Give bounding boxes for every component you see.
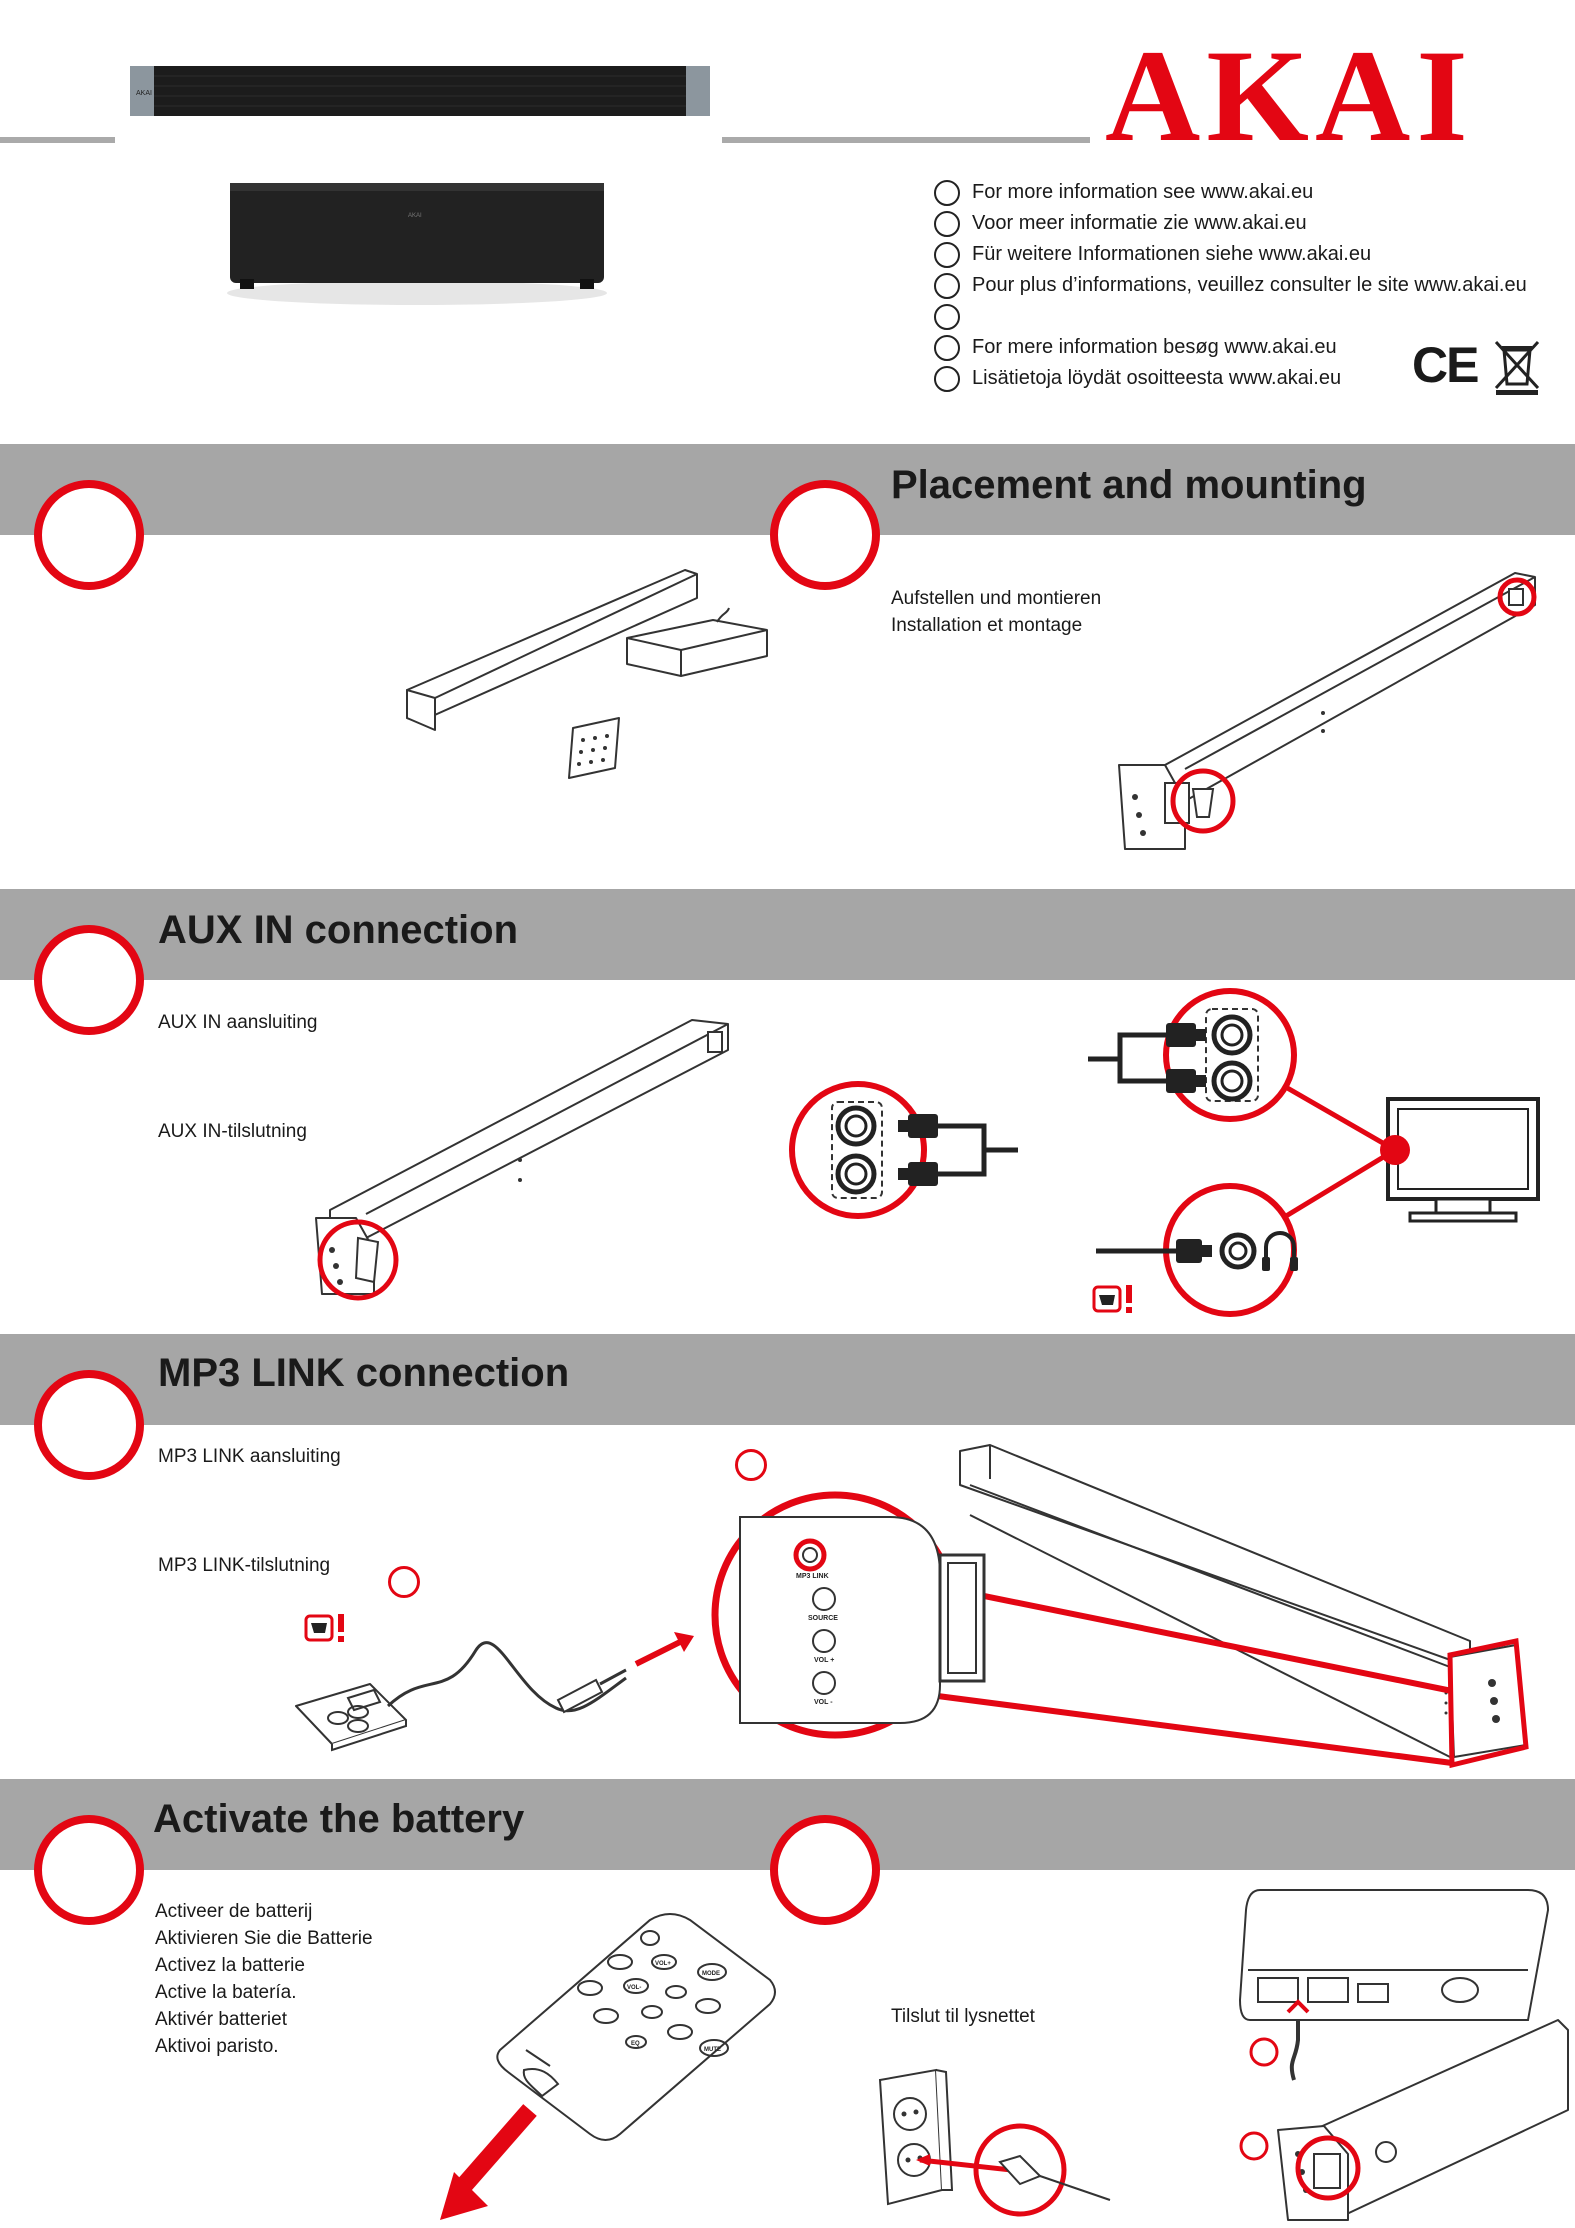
aux-title: AUX IN connection	[158, 908, 519, 952]
remote-battery-illustration: MODE VOL+ VOL- EQ MUTE	[440, 1913, 776, 2220]
battery-text-dk: Aktivér batteriet	[155, 2009, 287, 2030]
language-bullet	[934, 210, 960, 237]
mp3-link-label: MP3 LINK	[796, 1573, 829, 1580]
aux-soundbar-illustration	[315, 1019, 729, 1301]
soundbar-badge: AKAI	[136, 90, 152, 97]
info-row-7: Lisätietoja löydät osoitteesta www.akai.…	[934, 363, 1341, 394]
info-text: Pour plus d’informations, veuillez consu…	[972, 274, 1527, 296]
step-circle-5	[34, 1815, 144, 1925]
language-bullet	[934, 179, 960, 206]
info-row-2: Voor meer informatie zie www.akai.eu	[934, 208, 1307, 239]
language-bullet	[934, 334, 960, 361]
aux-text-dk: AUX IN-tilslutning	[158, 1121, 307, 1142]
mode-key-label: MODE	[702, 1971, 720, 1977]
info-row-6: For mere information besøg www.akai.eu	[934, 332, 1337, 363]
battery-text-nl: Activeer de batterij	[155, 1901, 313, 1922]
mp3-text-dk: MP3 LINK-tilslutning	[158, 1555, 331, 1576]
info-row-4: Pour plus d’informations, veuillez consu…	[934, 270, 1527, 301]
weee-bin-icon	[1494, 340, 1540, 395]
info-text: Für weitere Informationen siehe www.akai…	[972, 243, 1372, 265]
package-contents-illustration	[406, 569, 768, 779]
mp3-player-illustration	[295, 1614, 694, 1752]
mp3-title: MP3 LINK connection	[158, 1351, 570, 1395]
subwoofer-product-image: AKAI	[227, 183, 607, 305]
placement-title: Placement and mounting	[891, 463, 1367, 507]
tv-connection-diagram	[1088, 988, 1540, 1317]
info-row-5	[934, 301, 972, 332]
info-text: For more information see www.akai.eu	[972, 181, 1314, 203]
mp3-text-nl: MP3 LINK aansluiting	[158, 1446, 341, 1467]
vol-minus-key-label: VOL-	[627, 1985, 641, 1991]
soundbar-product-image: AKAI	[130, 66, 710, 116]
language-bullet	[934, 272, 960, 299]
band-mp3	[0, 1334, 1575, 1425]
sub-step-circle-a	[388, 1566, 420, 1598]
subwoofer-badge: AKAI	[408, 213, 422, 219]
info-row-1: For more information see www.akai.eu	[934, 177, 1313, 208]
battery-title: Activate the battery	[153, 1797, 525, 1841]
battery-text-fi: Aktivoi paristo.	[155, 2036, 279, 2057]
vol-plus-key-label: VOL+	[655, 1961, 671, 1967]
sub-step-circle-b	[735, 1449, 767, 1481]
step-circle-6	[770, 1815, 880, 1925]
band-aux	[0, 889, 1575, 980]
battery-text-de: Aktivieren Sie die Batterie	[155, 1928, 373, 1949]
info-text: Voor meer informatie zie www.akai.eu	[972, 212, 1307, 234]
info-row-3: Für weitere Informationen siehe www.akai…	[934, 239, 1371, 270]
header-rule-left	[0, 137, 115, 143]
vol-down-label: VOL -	[814, 1699, 833, 1706]
wall-mount-illustration	[1118, 572, 1537, 850]
info-text: Lisätietoja löydät osoitteesta www.akai.…	[972, 367, 1342, 389]
mute-key-label: MUTE	[704, 2047, 721, 2053]
language-bullet	[934, 241, 960, 268]
step-circle-2	[770, 480, 880, 590]
eq-key-label: EQ	[631, 2041, 640, 2047]
language-bullet	[934, 303, 960, 330]
subwoofer-power-illustration	[1238, 1889, 1569, 2221]
step-circle-1	[34, 480, 144, 590]
step-circle-3	[34, 925, 144, 1035]
ce-mark: CE	[1412, 337, 1479, 393]
step-circle-4	[34, 1370, 144, 1480]
placement-text-fr: Installation et montage	[891, 615, 1083, 636]
header-rule-middle	[722, 137, 1090, 143]
battery-text-es: Active la batería.	[155, 1982, 297, 2003]
akai-logo: AKAI	[1105, 22, 1474, 169]
vol-up-label: VOL +	[814, 1657, 834, 1664]
power-text-dk: Tilslut til lysnettet	[891, 2006, 1035, 2027]
language-bullet	[934, 365, 960, 392]
source-label: SOURCE	[808, 1615, 838, 1622]
wall-socket-illustration	[878, 2068, 1111, 2217]
mp3-panel-zoom: MP3 LINK SOURCE VOL + VOL -	[711, 1444, 1529, 1769]
aux-jack-zoom	[789, 1081, 1018, 1219]
battery-text-fr: Activez la batterie	[155, 1955, 305, 1976]
aux-text-nl: AUX IN aansluiting	[158, 1012, 318, 1033]
placement-text-de: Aufstellen und montieren	[891, 588, 1102, 609]
info-text: For mere information besøg www.akai.eu	[972, 336, 1337, 358]
